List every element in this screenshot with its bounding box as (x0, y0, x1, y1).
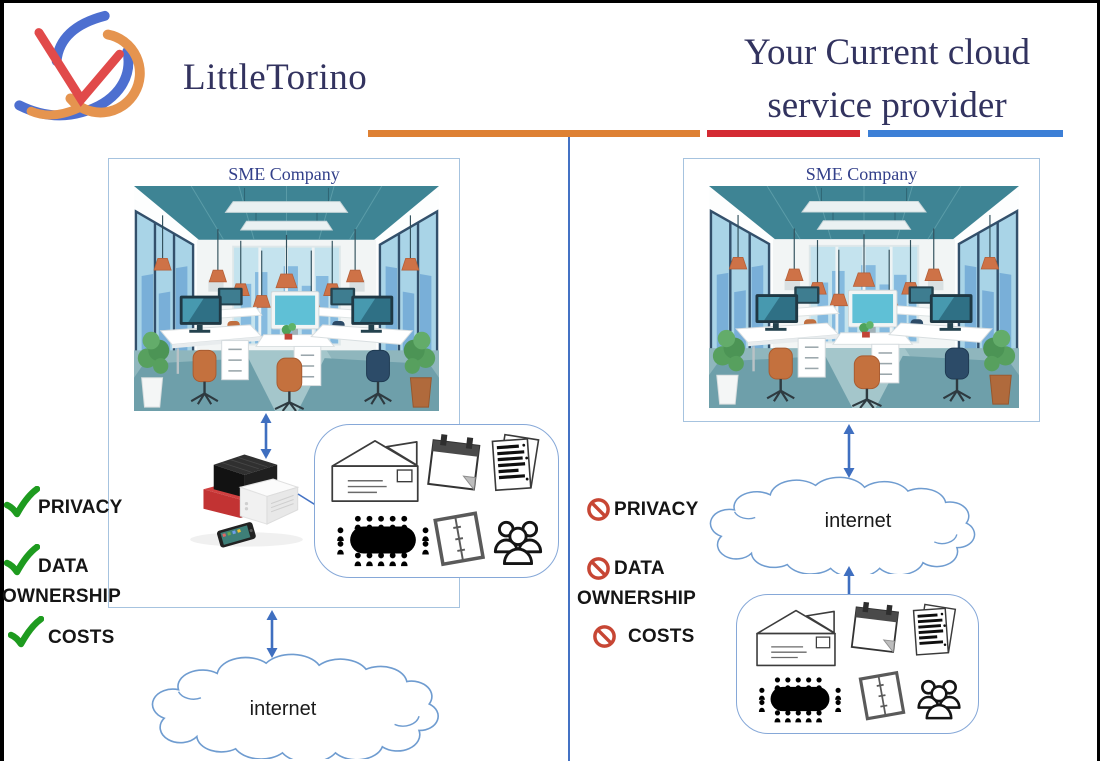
no-icon (586, 556, 611, 581)
left-ownership-label: OWNERSHIP (2, 586, 121, 607)
left-data-label: DATA (38, 556, 89, 577)
frame-left (0, 0, 4, 761)
check-icon (8, 616, 44, 650)
calendar-icon (423, 431, 487, 495)
littletorino-logo (8, 6, 176, 124)
right-internet-label: internet (824, 510, 892, 532)
divider-bar-blue (868, 130, 1063, 137)
right-services-panel (736, 594, 979, 734)
team-icon (913, 671, 965, 723)
divider-bar-orange (368, 130, 700, 137)
left-costs-label: COSTS (48, 627, 115, 648)
page-title: Your Current cloud service provider (692, 26, 1082, 132)
left-box-internet-arrow (266, 610, 278, 658)
binder-icon (427, 507, 489, 569)
right-office-image (709, 186, 1019, 408)
page-title-line1: Your Current cloud (743, 32, 1031, 73)
left-privacy-label: PRIVACY (38, 497, 123, 518)
calendar-icon (847, 599, 905, 657)
page-title-line2: service provider (767, 85, 1007, 126)
right-box-internet-arrow (843, 424, 855, 478)
left-office-device-arrow (260, 413, 272, 459)
left-internet-label: internet (249, 698, 317, 720)
no-icon (592, 624, 617, 649)
check-icon (4, 486, 40, 520)
frame-right (1097, 0, 1100, 761)
local-server-device (183, 450, 311, 548)
left-sme-company-label: SME Company (228, 164, 340, 184)
center-divider-line (568, 137, 570, 761)
team-icon (489, 511, 547, 569)
right-costs-label: COSTS (628, 626, 695, 647)
left-office-image (134, 186, 439, 411)
left-services-panel (314, 424, 559, 578)
right-ownership-label: OWNERSHIP (577, 588, 696, 609)
documents-icon (905, 603, 963, 661)
right-privacy-label: PRIVACY (614, 499, 699, 520)
binder-icon (853, 667, 909, 723)
no-icon (586, 497, 611, 522)
check-icon (4, 544, 40, 578)
right-sme-company-label: SME Company (805, 164, 918, 184)
envelope-icon (325, 437, 425, 505)
documents-icon (483, 433, 547, 497)
meeting-table-icon (753, 673, 847, 725)
right-data-label: DATA (614, 558, 665, 579)
brand-name: LittleTorino (183, 57, 368, 98)
right-sme-company-box: SME Company (683, 158, 1040, 422)
divider-bar-red (707, 130, 860, 137)
frame-top (0, 0, 1100, 3)
meeting-table-icon (331, 511, 435, 569)
envelope-icon (751, 607, 841, 669)
